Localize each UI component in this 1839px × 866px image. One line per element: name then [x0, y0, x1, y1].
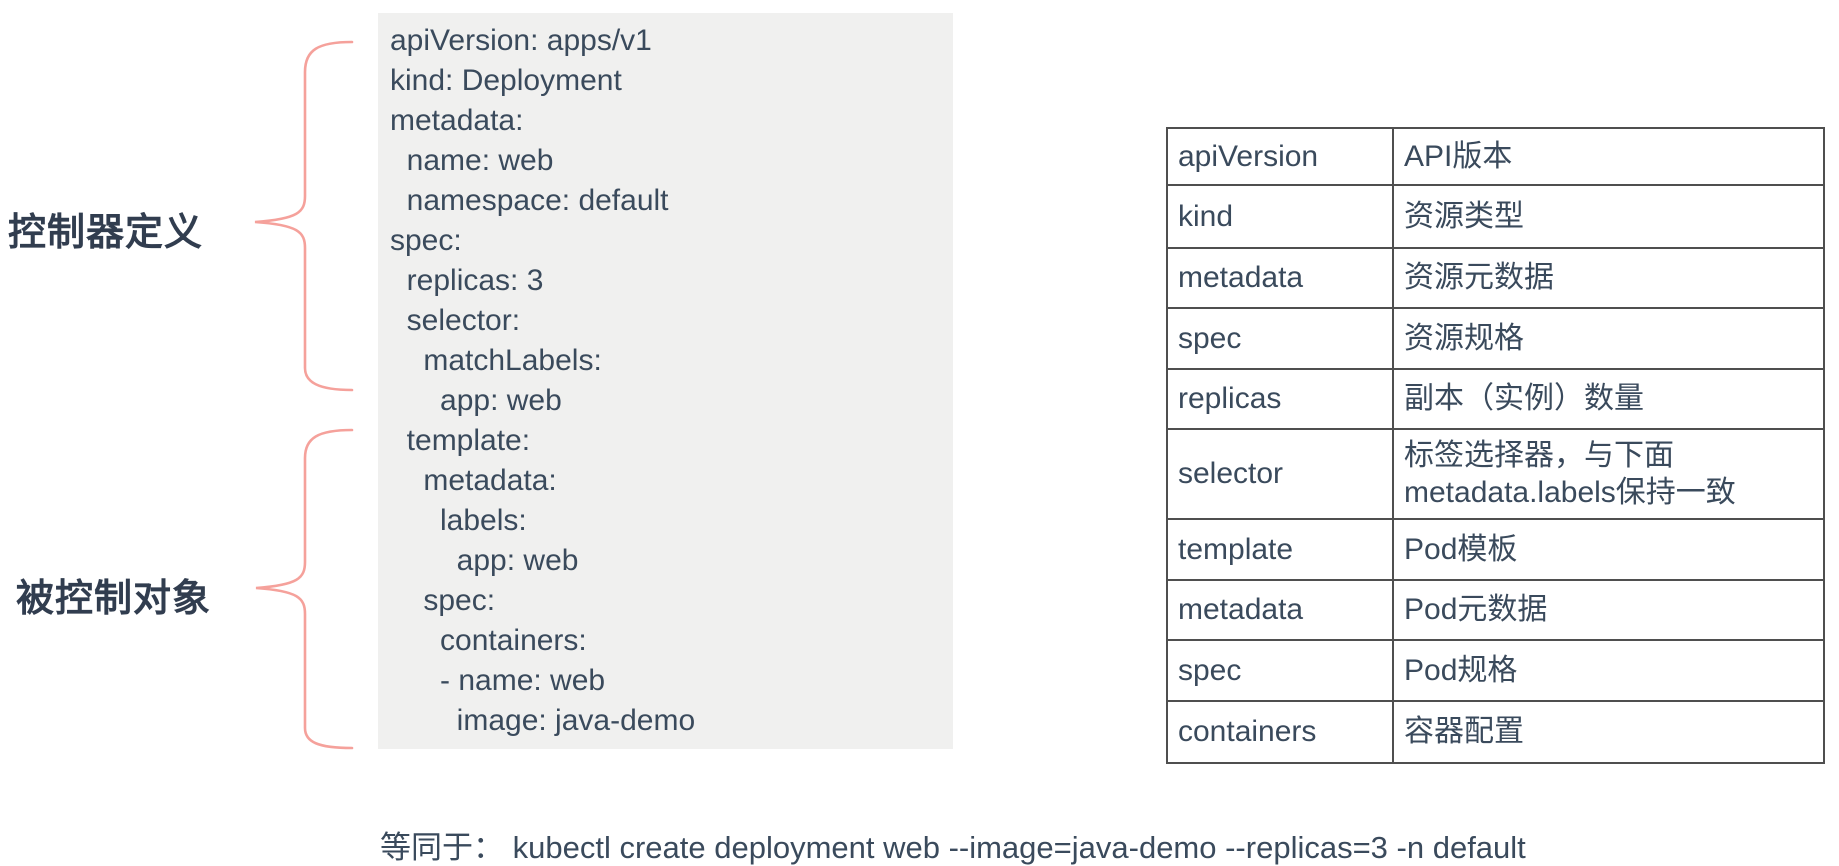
field-name-cell: spec	[1166, 639, 1394, 702]
field-name-cell: template	[1166, 518, 1394, 581]
table-row: apiVersion API版本	[1166, 127, 1825, 186]
code-line: replicas: 3	[390, 264, 544, 297]
field-desc-cell: Pod模板	[1392, 518, 1825, 581]
code-line: apiVersion: apps/v1	[390, 24, 652, 57]
code-line: template:	[390, 424, 531, 457]
controlled-brace	[255, 428, 354, 750]
field-name-cell: apiVersion	[1166, 127, 1394, 186]
code-line: - name: web	[390, 664, 606, 697]
table-row: spec 资源规格	[1166, 307, 1825, 370]
field-name-cell: metadata	[1166, 247, 1394, 309]
code-line: spec:	[390, 584, 496, 617]
code-line: kind: Deployment	[390, 64, 622, 97]
code-line: containers:	[390, 624, 587, 657]
field-name-cell: metadata	[1166, 579, 1394, 641]
table-row: containers 容器配置	[1166, 700, 1825, 764]
code-line: app: web	[390, 384, 562, 417]
code-line: labels:	[390, 504, 527, 537]
code-line: app: web	[390, 544, 579, 577]
field-desc-cell: 副本（实例）数量	[1392, 368, 1825, 430]
table-row: spec Pod规格	[1166, 639, 1825, 702]
controlled-object-label: 被控制对象	[16, 578, 212, 620]
field-desc-cell: 资源规格	[1392, 307, 1825, 370]
table-row: kind 资源类型	[1166, 184, 1825, 249]
field-name-cell: containers	[1166, 700, 1394, 764]
code-line: metadata:	[390, 464, 557, 497]
table-row: template Pod模板	[1166, 518, 1825, 581]
field-name-cell: replicas	[1166, 368, 1394, 430]
controller-brace	[254, 40, 354, 392]
yaml-code-block: apiVersion: apps/v1 kind: Deployment met…	[378, 13, 953, 749]
code-line: spec:	[390, 224, 462, 257]
table-row: metadata 资源元数据	[1166, 247, 1825, 309]
code-line: namespace: default	[390, 184, 669, 217]
field-desc-cell: 资源类型	[1392, 184, 1825, 249]
equivalent-command-text: 等同于： kubectl create deployment web --ima…	[380, 830, 1526, 865]
field-desc-cell: 标签选择器，与下面metadata.labels保持一致	[1392, 428, 1825, 520]
field-name-cell: spec	[1166, 307, 1394, 370]
field-name-cell: selector	[1166, 428, 1394, 520]
field-desc-cell: Pod规格	[1392, 639, 1825, 702]
field-desc-cell: API版本	[1392, 127, 1825, 186]
code-line: selector:	[390, 304, 521, 337]
table-row: metadata Pod元数据	[1166, 579, 1825, 641]
code-line: name: web	[390, 144, 554, 177]
field-desc-cell: 容器配置	[1392, 700, 1825, 764]
code-line: image: java-demo	[390, 704, 696, 737]
yaml-field-reference-table: apiVersion API版本 kind 资源类型 metadata 资源元数…	[1166, 127, 1825, 764]
field-desc-cell: Pod元数据	[1392, 579, 1825, 641]
field-name-cell: kind	[1166, 184, 1394, 249]
controller-definition-label: 控制器定义	[8, 212, 204, 254]
table-row: selector 标签选择器，与下面metadata.labels保持一致	[1166, 428, 1825, 520]
code-line: matchLabels:	[390, 344, 602, 377]
code-line: metadata:	[390, 104, 524, 137]
table-row: replicas 副本（实例）数量	[1166, 368, 1825, 430]
field-desc-cell: 资源元数据	[1392, 247, 1825, 309]
